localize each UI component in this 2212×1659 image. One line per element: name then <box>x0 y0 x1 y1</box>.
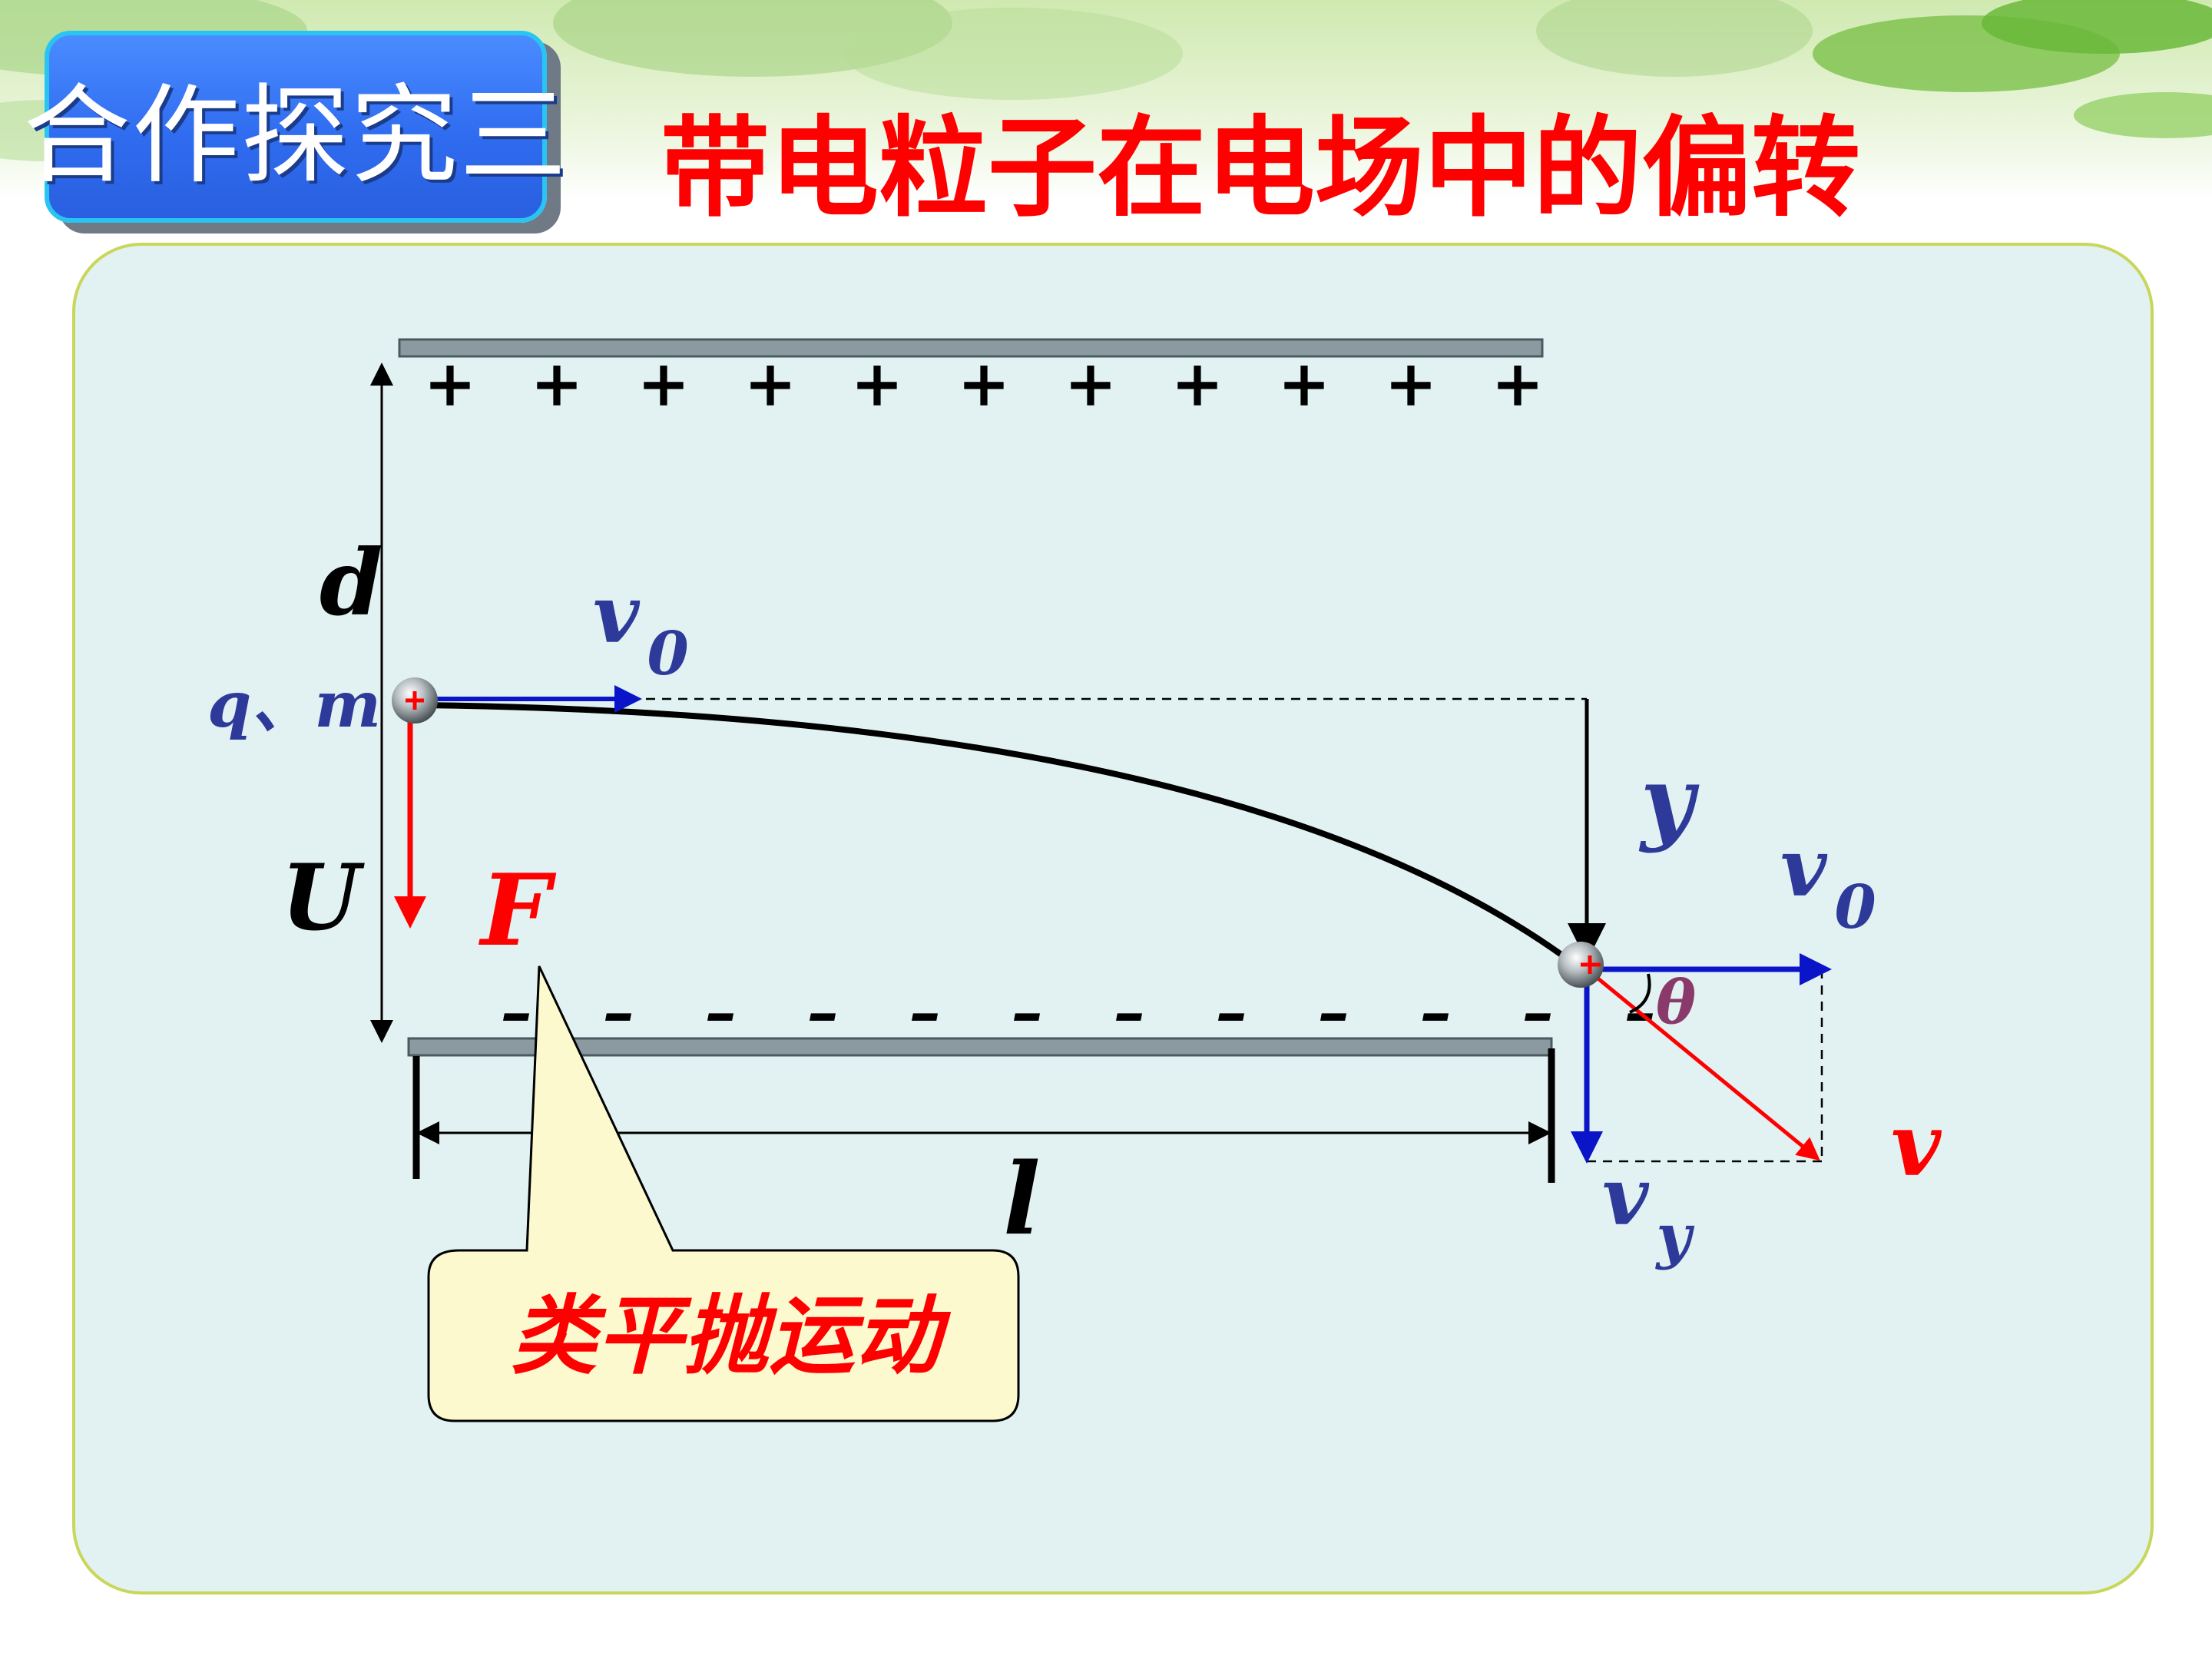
label-v: v <box>1891 1095 1942 1196</box>
plus-signs: + + + + + + + + + + + <box>424 347 1545 421</box>
plus-sign-2: + <box>531 347 584 421</box>
label-d: d <box>320 529 383 636</box>
minus-sign-11: – <box>1522 975 1554 1049</box>
minus-sign-3: – <box>705 975 737 1049</box>
minus-sign-8: – <box>1216 975 1247 1049</box>
label-theta: θ <box>1656 968 1696 1038</box>
label-l: l <box>1003 1142 1041 1257</box>
plus-sign-4: + <box>744 347 797 421</box>
minus-sign-10: – <box>1420 975 1452 1049</box>
plus-sign-9: + <box>1278 347 1331 421</box>
plus-sign-8: + <box>1171 347 1224 421</box>
minus-sign-6: – <box>1012 975 1043 1049</box>
plus-sign-11: + <box>1492 347 1545 421</box>
label-v0-initial-sub: 0 <box>647 619 688 689</box>
plus-sign-6: + <box>958 347 1011 421</box>
minus-sign-4: – <box>807 975 839 1049</box>
callout-text: 类平抛运动 <box>511 1286 941 1386</box>
bottom-plate <box>407 1037 1553 1057</box>
plus-sign-7: + <box>1065 347 1118 421</box>
label-vy-base: v <box>1602 1149 1650 1243</box>
label-v0-exit-sub: 0 <box>1834 873 1876 942</box>
plus-sign-3: + <box>637 347 690 421</box>
label-F: F <box>478 853 557 969</box>
minus-sign-7: – <box>1114 975 1145 1049</box>
minus-sign-9: – <box>1318 975 1349 1049</box>
label-U: U <box>281 844 365 951</box>
minus-sign-5: – <box>909 975 941 1049</box>
trajectory-curve <box>418 702 1569 962</box>
label-y: y <box>1638 747 1700 855</box>
label-v0-initial-base: v <box>593 567 641 661</box>
label-v0-exit-base: v <box>1780 820 1828 915</box>
section-badge: 合作探究三 <box>23 31 567 223</box>
minus-signs: –––––––––––– <box>501 975 1656 1049</box>
top-plate <box>398 338 1544 358</box>
label-vy-sub: y <box>1654 1201 1694 1271</box>
callout-bubble <box>427 965 1020 1422</box>
minus-sign-2: – <box>603 975 634 1049</box>
label-charge-q-m: q、m <box>207 668 381 742</box>
minus-sign-1: – <box>501 975 532 1049</box>
exit-velocity-arrow <box>1585 968 1820 1161</box>
page-title: 带电粒子在电场中的偏转 <box>661 105 1860 232</box>
plus-sign-1: + <box>424 347 477 421</box>
plus-sign-5: + <box>851 347 904 421</box>
section-label: 合作探究三 <box>23 74 569 199</box>
theta-arc <box>1629 973 1651 1014</box>
plus-sign-10: + <box>1385 347 1438 421</box>
